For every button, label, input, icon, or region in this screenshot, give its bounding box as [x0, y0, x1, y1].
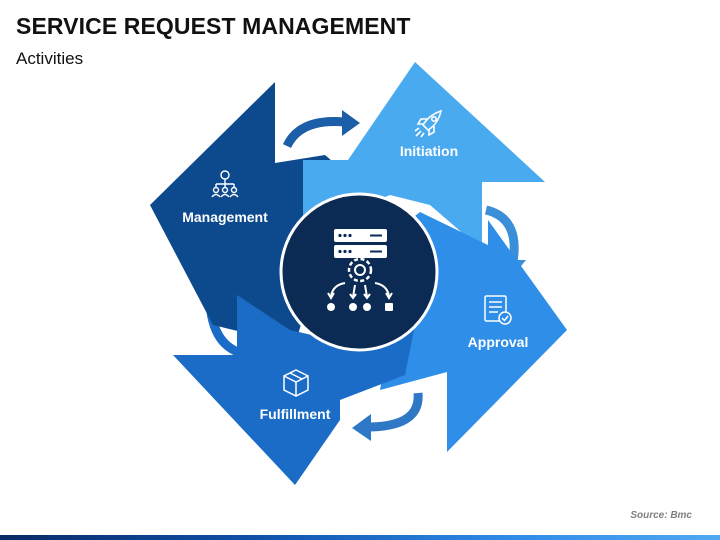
page-subtitle: Activities [16, 49, 84, 68]
server-gear-distribution-icon [327, 229, 393, 311]
org-network-icon [211, 170, 239, 198]
step-label-fulfillment: Fulfillment [260, 406, 331, 422]
package-box-icon [283, 369, 309, 397]
checklist-icon [484, 295, 512, 325]
source-note: Source: Bmc [630, 510, 692, 521]
step-label-management: Management [182, 209, 268, 225]
arrow-fulfillment [173, 295, 415, 485]
page-title: SERVICE REQUEST MANAGEMENT [16, 13, 411, 39]
rocket-icon [414, 109, 443, 138]
step-label-initiation: Initiation [400, 143, 458, 159]
connector-approval-to-fulfillment [352, 392, 423, 441]
footer-accent-bar [0, 535, 720, 540]
connector-management-to-initiation [282, 110, 360, 149]
step-label-approval: Approval [468, 334, 529, 350]
